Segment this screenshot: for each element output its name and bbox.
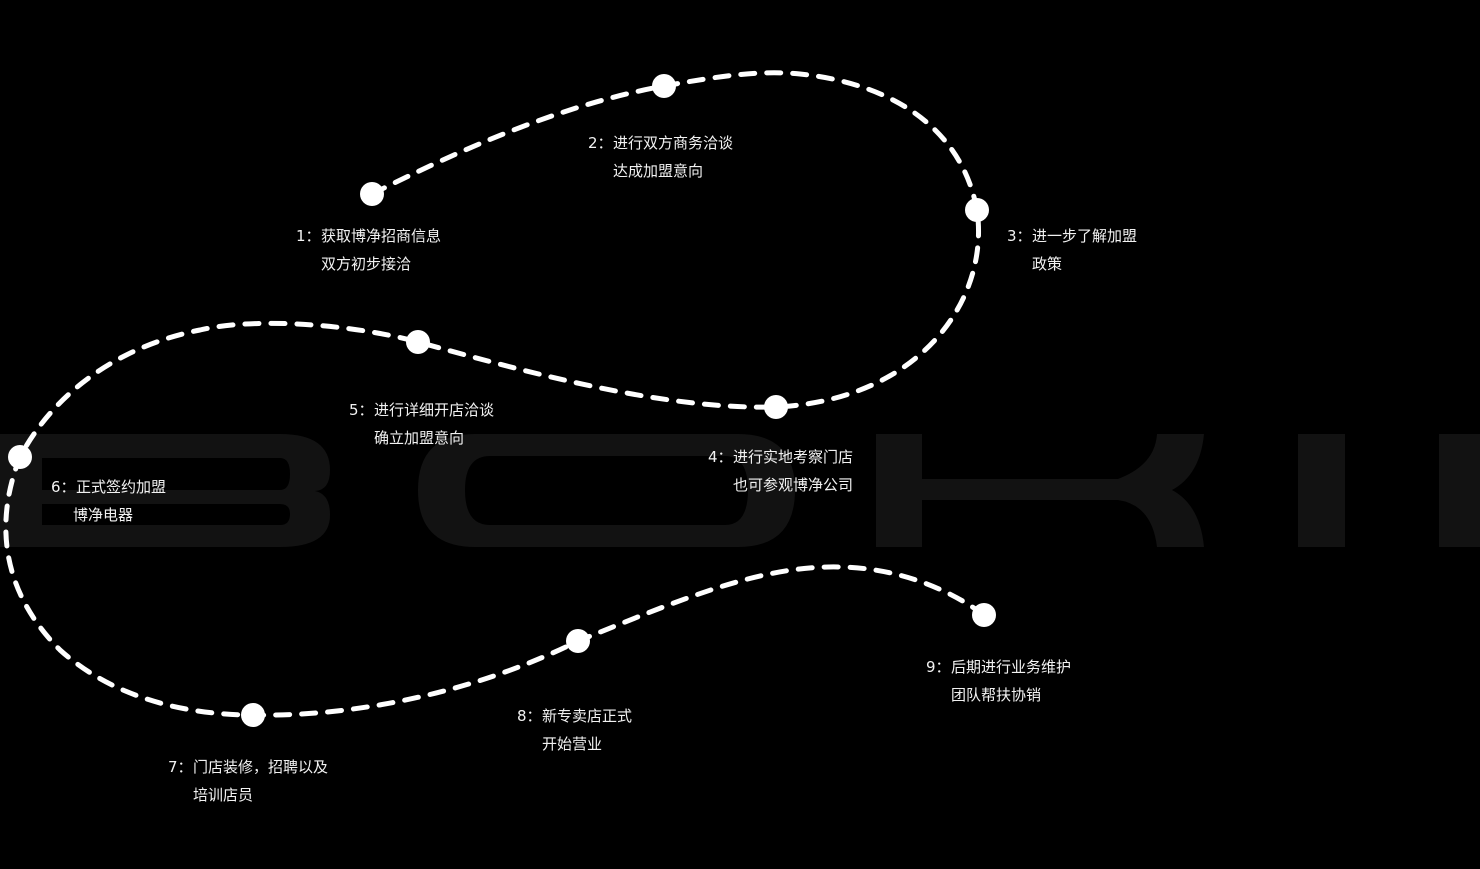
step-title: 进行双方商务洽谈 [613, 134, 734, 152]
step-subtitle: 博净电器 [73, 506, 134, 524]
step-2-label: 2：进行双方商务洽谈 达成加盟意向 [588, 129, 733, 185]
watermark-letter-o [418, 434, 795, 547]
step-subtitle: 团队帮扶协销 [951, 686, 1042, 704]
watermark-letter-b [0, 434, 330, 547]
step-number: 9： [926, 658, 951, 676]
step-3-label: 3：进一步了解加盟 政策 [1007, 222, 1137, 278]
step-5-node [406, 330, 430, 354]
step-6-node [8, 445, 32, 469]
step-title: 门店装修，招聘以及 [193, 758, 329, 776]
step-title: 后期进行业务维护 [951, 658, 1072, 676]
watermark-letter-k [876, 434, 1204, 547]
step-number: 5： [349, 401, 374, 419]
step-title: 正式签约加盟 [76, 478, 167, 496]
step-subtitle: 确立加盟意向 [374, 429, 465, 447]
step-7-label: 7：门店装修，招聘以及 培训店员 [168, 753, 328, 809]
step-4-label: 4：进行实地考察门店 也可参观博净公司 [708, 443, 853, 499]
step-title: 进行详细开店洽谈 [374, 401, 495, 419]
watermark-letter-i-2 [1439, 434, 1480, 547]
step-subtitle: 也可参观博净公司 [733, 476, 854, 494]
step-title: 获取博净招商信息 [321, 227, 442, 245]
step-7-node [241, 703, 265, 727]
step-5-label: 5：进行详细开店洽谈 确立加盟意向 [349, 396, 494, 452]
step-title: 进行实地考察门店 [733, 448, 854, 466]
step-8-node [566, 629, 590, 653]
step-subtitle: 达成加盟意向 [613, 162, 704, 180]
step-number: 2： [588, 134, 613, 152]
step-number: 6： [51, 478, 76, 496]
bokii-watermark-logo [0, 434, 1480, 547]
step-number: 3： [1007, 227, 1032, 245]
step-9-node [972, 603, 996, 627]
step-9-label: 9：后期进行业务维护 团队帮扶协销 [926, 653, 1071, 709]
step-number: 7： [168, 758, 193, 776]
step-number: 4： [708, 448, 733, 466]
step-subtitle: 双方初步接洽 [321, 255, 412, 273]
step-title: 进一步了解加盟 [1032, 227, 1138, 245]
step-number: 1： [296, 227, 321, 245]
dashed-route-path [3, 70, 987, 718]
step-4-node [764, 395, 788, 419]
step-title: 新专卖店正式 [542, 707, 633, 725]
step-2-node [652, 74, 676, 98]
step-1-label: 1：获取博净招商信息 双方初步接洽 [296, 222, 441, 278]
step-subtitle: 开始营业 [542, 735, 603, 753]
step-8-label: 8：新专卖店正式 开始营业 [517, 702, 632, 758]
step-subtitle: 政策 [1032, 255, 1063, 273]
step-subtitle: 培训店员 [193, 786, 254, 804]
step-1-node [360, 182, 384, 206]
step-number: 8： [517, 707, 542, 725]
watermark-letter-i-1 [1298, 434, 1345, 547]
step-3-node [965, 198, 989, 222]
step-6-label: 6：正式签约加盟 博净电器 [51, 473, 166, 529]
